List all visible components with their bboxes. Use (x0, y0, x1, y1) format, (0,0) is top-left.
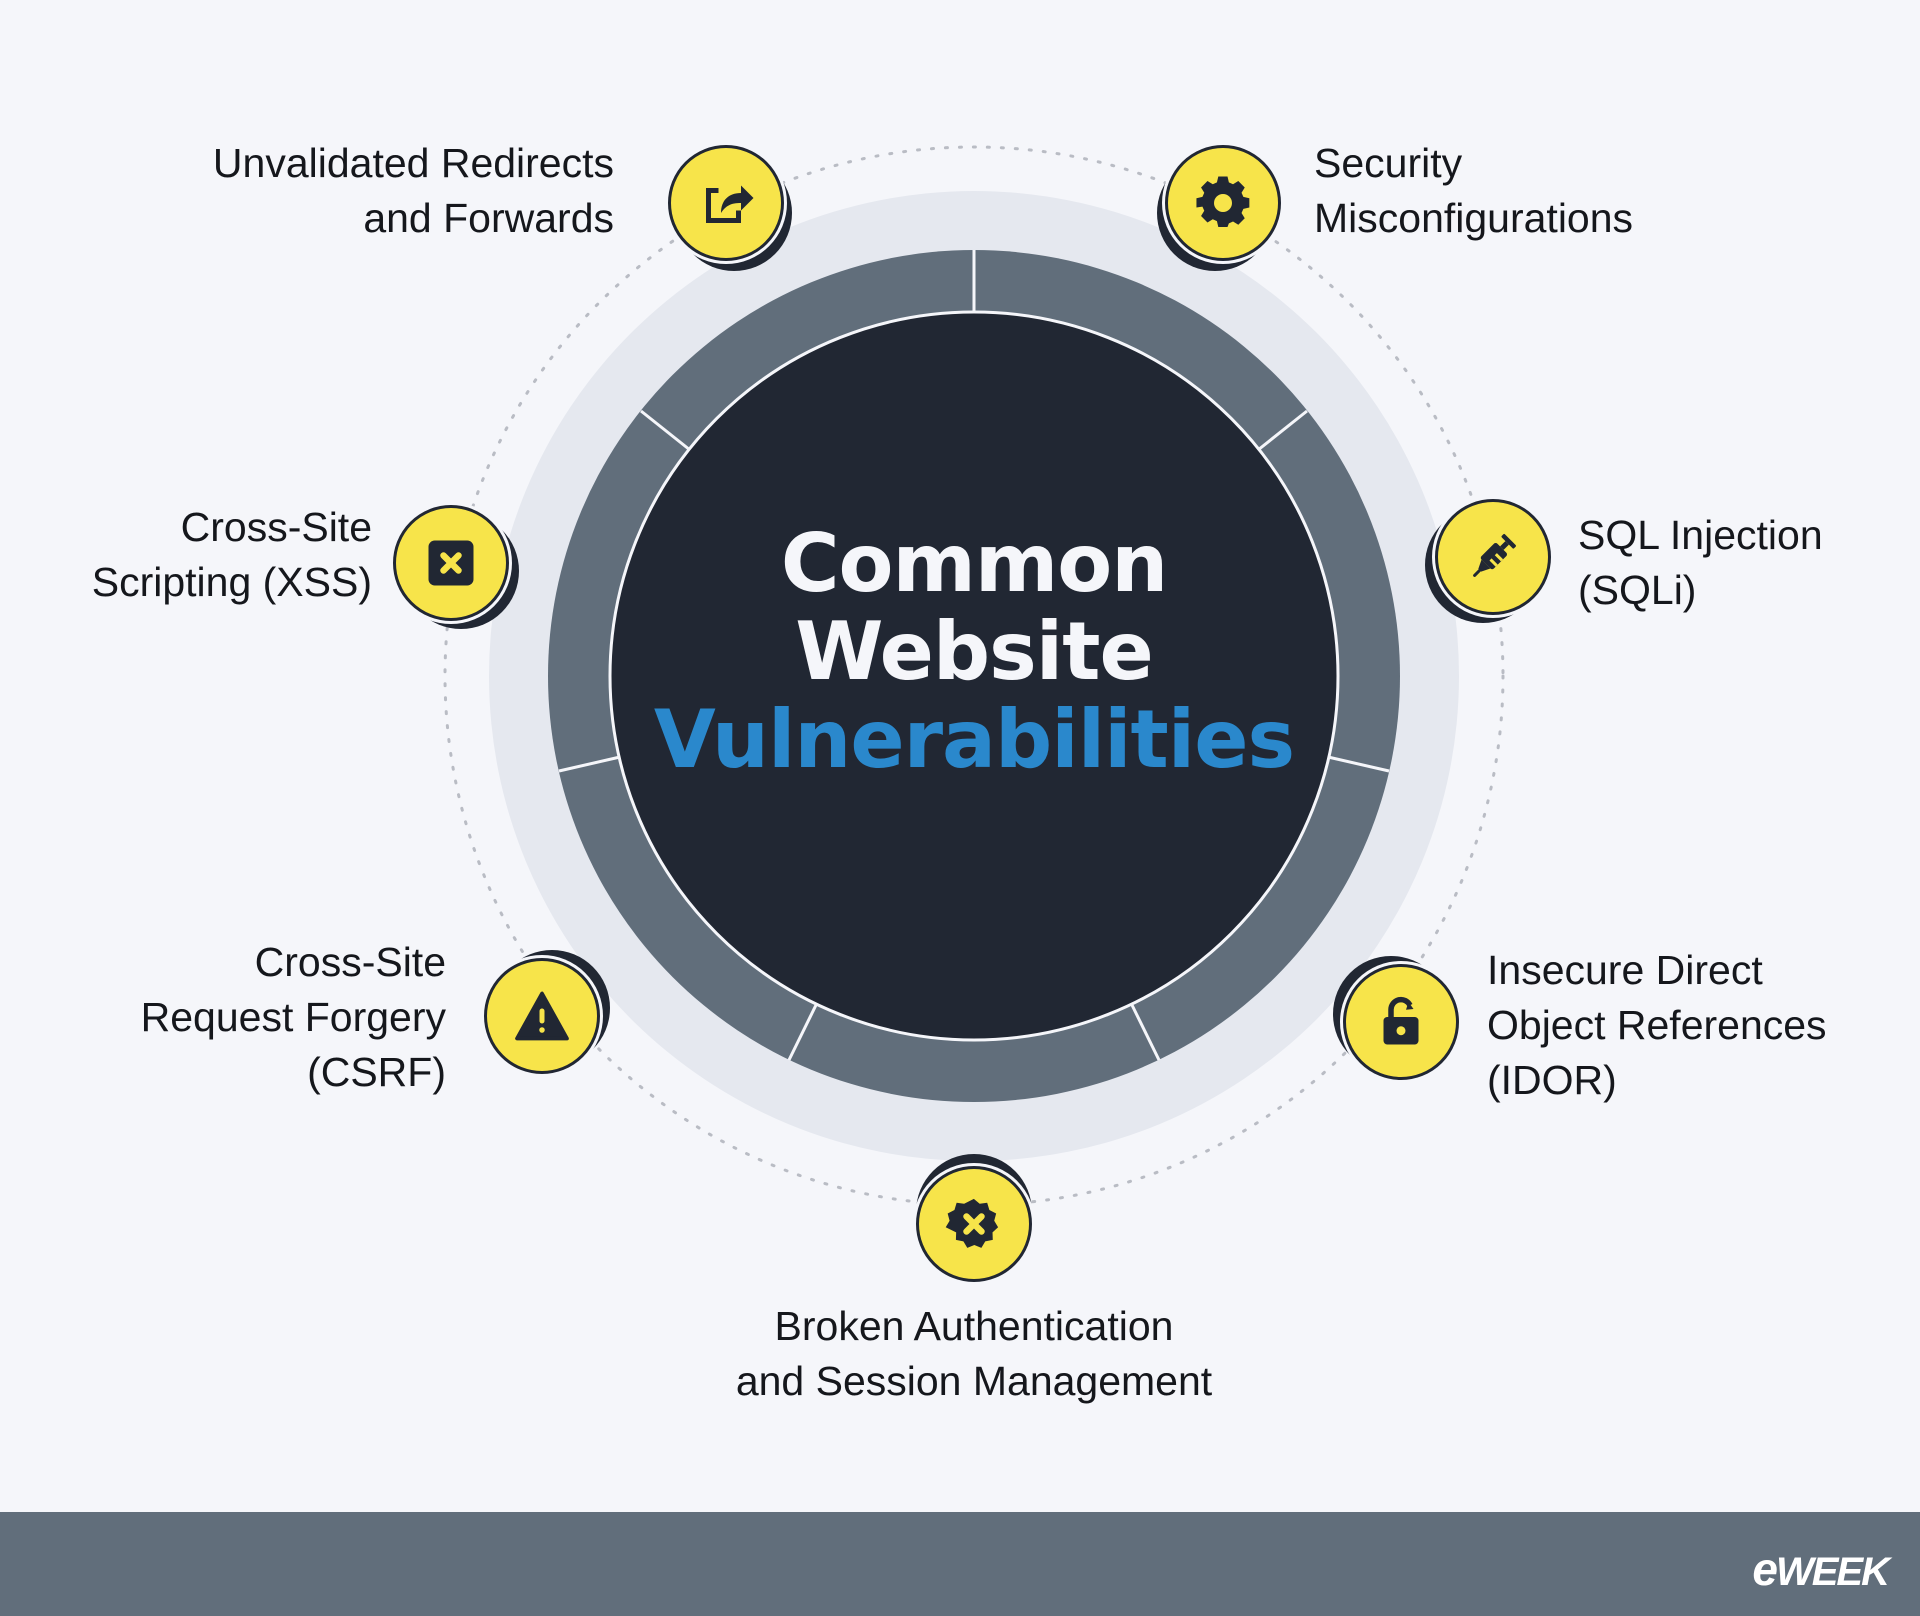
syringe-icon (1435, 499, 1551, 615)
node-redirects (668, 145, 792, 271)
eweek-logo: eWEEK (1752, 1543, 1890, 1595)
badge-x-icon (916, 1166, 1032, 1282)
label-sqli: SQL Injection (SQLi) (1578, 512, 1823, 613)
label-broken-auth: Broken Authentication and Session Manage… (735, 1303, 1213, 1404)
node-idor (1333, 956, 1459, 1080)
label-redirects: Unvalidated Redirects and Forwards (212, 140, 614, 241)
node-sqli (1425, 499, 1551, 623)
title-line-3: Vulnerabilities (653, 693, 1295, 786)
node-misconfig (1157, 145, 1281, 271)
gear-icon (1165, 145, 1281, 261)
warning-triangle-icon (484, 958, 600, 1074)
label-idor: Insecure Direct Object References (IDOR) (1487, 947, 1827, 1103)
title-line-1: Common (780, 517, 1168, 610)
node-xss (393, 505, 519, 629)
diagram-title: Common Website Vulnerabilities (624, 520, 1324, 784)
node-broken-auth (916, 1154, 1032, 1282)
label-misconfig: Security Misconfigurations (1314, 140, 1634, 241)
title-line-2: Website (795, 605, 1153, 698)
ring-dividers (558, 250, 1390, 1061)
label-xss: Cross-Site Scripting (XSS) (91, 504, 372, 605)
dotted-orbit (443, 145, 1505, 1207)
ring-graphic (443, 145, 1505, 1207)
label-csrf: Cross-Site Request Forgery (CSRF) (140, 939, 446, 1095)
footer-bar: eWEEK (0, 1512, 1920, 1616)
square-x-icon (393, 505, 509, 621)
unlocked-padlock-icon (1343, 964, 1459, 1080)
node-csrf (484, 950, 610, 1074)
diagram: Common Website Vulnerabilities Unvalidat… (91, 140, 1827, 1404)
core-circle (608, 310, 1340, 1042)
share-external-icon (668, 145, 784, 261)
